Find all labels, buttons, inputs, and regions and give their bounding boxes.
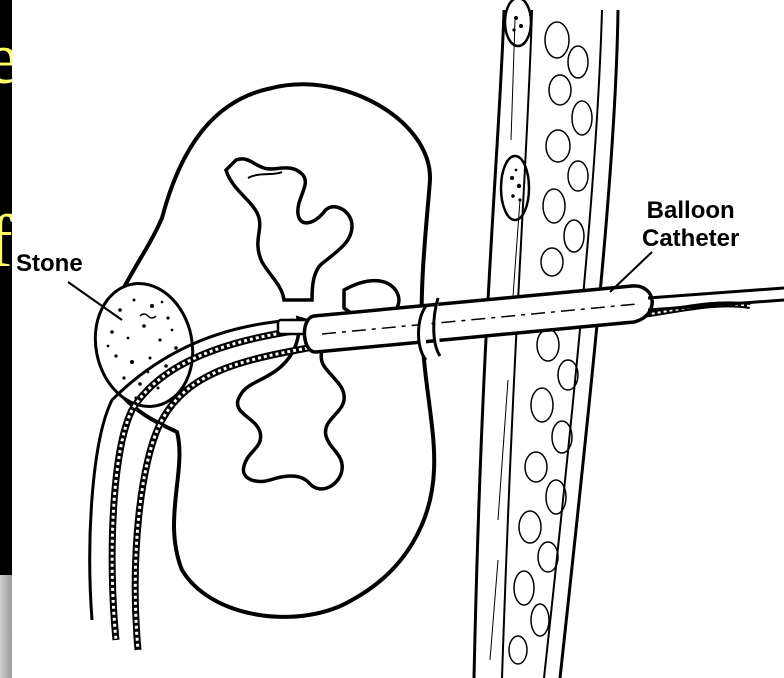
slide-text-fragment-middle: f <box>0 205 13 279</box>
catheter-shaft <box>648 288 784 298</box>
vessel-cell-top <box>505 0 531 46</box>
balloon-catheter-label-line2: Catheter <box>642 225 739 253</box>
balloon-catheter-label: Balloon Catheter <box>642 197 739 252</box>
illustration-drawing <box>12 0 784 678</box>
vessel-inner-left <box>502 10 532 678</box>
vessel-outer-left <box>474 10 504 678</box>
vessel-outer-right <box>560 10 618 678</box>
stone-label: Stone <box>16 250 83 278</box>
catheter-shaft-lower <box>648 300 784 310</box>
balloon-catheter-label-line1: Balloon <box>642 197 739 225</box>
vessel-tube <box>474 0 618 678</box>
kidney-catheter-illustration: Stone Balloon Catheter <box>12 0 784 678</box>
